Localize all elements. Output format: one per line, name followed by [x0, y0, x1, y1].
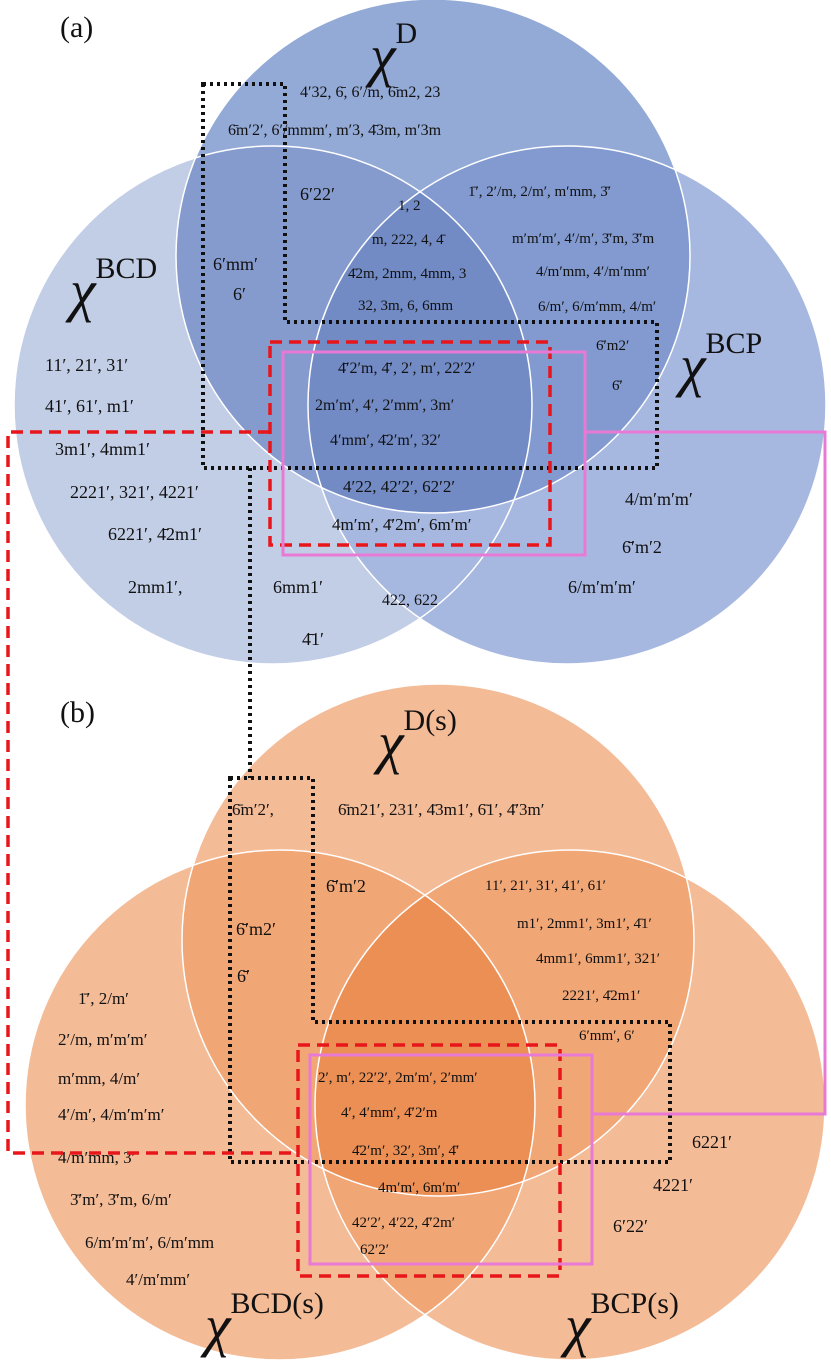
b-group-label-bcd-only-3: m′mm, 4/m′ — [58, 1069, 140, 1088]
set-label-bcp-b: χBCP(s) — [560, 1287, 679, 1358]
b-group-label-bcp-side-3: 4mm1′, 6mm1′, 321′ — [536, 951, 660, 967]
group-labels-a: 4′32, 6̄, 6′/m, 6̄m2, 23 6̄m′2′, 6′/mmm′,… — [45, 84, 693, 649]
set-label-d-a: χD — [365, 17, 417, 88]
a-group-label-center-3: 4̄2m, 2mm, 4mm, 3 — [348, 266, 466, 282]
b-group-label-bcd-only-6: 3̄′m′, 3̄′m, 6/m′ — [70, 1190, 172, 1209]
panel-label-a: (a) — [60, 11, 93, 44]
chi-symbol: χ — [373, 710, 405, 775]
chi-symbol: χ — [200, 1293, 232, 1358]
b-group-label-box-2: 4′, 4′mm′, 4̄′2′m — [341, 1105, 438, 1121]
a-group-label-bcd-only-8: 4̄1′ — [302, 629, 324, 649]
group-labels-b: 6̄m′2′, 6̄m21′, 231′, 4̄3m1′, 6̄1′, 4̄′3m… — [58, 800, 732, 1289]
b-group-label-d-bcp-1: 6̄′m′2 — [326, 876, 366, 896]
red-dashed-box-a — [268, 340, 552, 547]
a-group-label-center-1: 1, 2 — [398, 198, 421, 214]
b-group-label-box-1: 2′, m′, 22′2′, 2m′m′, 2′mm′ — [318, 1070, 478, 1086]
a-group-label-bcp-only-2: 6̄′m′2 — [622, 537, 662, 557]
overlap-center-a — [308, 146, 532, 513]
red-dashed-connector — [6, 430, 298, 1155]
overlap-center-b — [315, 850, 535, 1196]
pink-solid-connector — [585, 430, 827, 1116]
a-group-label-bcd-bcp-2: 4m′m′, 4̄′2m′, 6m′m′ — [332, 515, 471, 534]
pink-solid-box-b — [308, 1053, 594, 1266]
pink-solid-box-a — [281, 350, 587, 557]
outline-bcp-a — [307, 145, 827, 665]
set-label-d-b: χD(s) — [373, 704, 457, 775]
b-group-label-d-only-2: 6̄m21′, 231′, 4̄3m1′, 6̄1′, 4̄′3m′ — [338, 800, 544, 819]
a-group-label-box-2: 2m′m′, 4′, 2′mm′, 3m′ — [315, 397, 454, 414]
set-superscript: BCD — [96, 252, 158, 285]
a-group-label-bcd-only-5: 6221′, 4̄2m1′ — [108, 524, 202, 544]
b-group-label-bcp-side-1: 11′, 21′, 31′, 41′, 61′ — [485, 878, 606, 894]
b-group-label-bcp-only-1: 6221′ — [692, 1132, 732, 1152]
b-group-label-bcp-side-5: 6′mm′, 6′ — [579, 1028, 635, 1044]
a-group-label-d-only-1: 4′32, 6̄, 6′/m, 6̄m2, 23 — [300, 84, 440, 101]
a-group-label-d-bcd-1: 6′22′ — [300, 184, 335, 204]
b-group-label-d-bcd-2: 6̄′ — [237, 966, 250, 986]
a-group-label-bcd-bcp-1: 4′22, 42′2′, 62′2′ — [343, 477, 455, 496]
set-superscript: BCP(s) — [591, 1287, 679, 1320]
set-label-bcd-a: χBCD — [65, 252, 157, 323]
panel-connectors — [6, 430, 827, 1155]
set-superscript: BCP — [706, 327, 763, 360]
outline-bcd-a — [13, 145, 533, 665]
b-group-label-box-6: 62′2′ — [360, 1242, 389, 1258]
a-group-label-d-bcp-3: 4/m′mm, 4′/m′mm′ — [536, 264, 650, 280]
chi-symbol: χ — [365, 23, 397, 88]
a-group-label-center-2: m, 222, 4, 4̄ — [372, 232, 447, 248]
a-group-label-bcd-only-1: 11′, 21′, 31′ — [45, 355, 128, 375]
a-group-label-bcd-only-2: 41′, 61′, m1′ — [45, 396, 134, 416]
a-group-label-bcd-bcp-3: 422, 622 — [382, 592, 438, 609]
outline-d-b — [181, 683, 695, 1197]
a-group-label-bcp-only-3: 6/m′m′m′ — [568, 577, 636, 597]
b-group-label-box-4: 4m′m′, 6m′m′ — [378, 1180, 460, 1196]
a-group-label-bcd-only-7: 6mm1′ — [273, 577, 323, 597]
a-group-label-bcd-only-6: 2mm1′, — [128, 577, 182, 597]
a-group-label-d-bcp-4: 6/m′, 6/m′mm, 4/m′ — [538, 299, 656, 315]
set-superscript: D(s) — [404, 704, 457, 737]
b-group-label-box-5: 42′2′, 4′22, 4̄′2m′ — [352, 1215, 455, 1231]
b-group-label-bcd-only-7: 6/m′m′m′, 6/m′mm — [85, 1233, 214, 1252]
b-group-label-bcd-only-5: 4/m′mm, 3̄′ — [58, 1148, 135, 1167]
a-group-label-box-3: 4′mm′, 4̄2′m′, 32′ — [330, 432, 441, 449]
b-group-label-bcd-only-1: 1̄′, 2/m′ — [78, 989, 129, 1008]
b-group-label-bcp-only-3: 6′22′ — [613, 1216, 648, 1236]
set-label-bcd-b: χBCD(s) — [200, 1287, 324, 1358]
b-group-label-bcd-only-2: 2′/m, m′m′m′ — [58, 1030, 148, 1049]
b-group-label-bcd-only-8: 4′/m′mm′ — [126, 1270, 190, 1289]
b-group-label-bcp-only-2: 4221′ — [653, 1175, 693, 1195]
b-group-label-d-only-1: 6̄m′2′, — [232, 800, 274, 819]
a-group-label-center-4: 32, 3m, 6, 6mm — [358, 298, 453, 314]
b-group-label-bcp-side-2: m1′, 2mm1′, 3m1′, 4̄1′ — [517, 916, 652, 932]
set-label-bcp-a: χBCP — [675, 327, 762, 398]
a-group-label-d-bcp-2: m′m′m′, 4′/m′, 3̄′m, 3̄′m — [512, 231, 654, 247]
b-group-label-box-3: 4̄2′m′, 32′, 3m′, 4̄′ — [352, 1143, 459, 1159]
b-group-label-bcd-only-4: 4′/m′, 4/m′m′m′ — [58, 1105, 164, 1124]
a-group-label-bcp-only-1: 4/m′m′m′ — [625, 489, 693, 509]
panel-b: (b) χD(s) χBCD(s) χBCP(s) 6̄m′2′,6̄m21′,… — [24, 683, 826, 1361]
outline-bcd-b — [24, 849, 536, 1361]
a-group-label-d-bcp-5: 6̄′m2′ — [596, 338, 629, 354]
a-group-label-box-1: 4̄′2′m, 4̄′, 2′, m′, 22′2′ — [338, 360, 475, 377]
set-superscript: D — [396, 17, 418, 50]
b-group-label-bcp-side-4: 2221′, 4̄2m1′ — [562, 988, 640, 1004]
a-group-label-d-bcd-2: 6′mm′ — [213, 254, 258, 274]
outline-d-a — [175, 0, 691, 514]
a-group-label-d-bcp-6: 6̄′ — [612, 378, 623, 394]
panel-label-b: (b) — [60, 696, 95, 729]
a-group-label-bcd-only-4: 2221′, 321′, 4221′ — [70, 482, 199, 502]
a-group-label-d-bcp-1: 1̄′, 2′/m, 2/m′, m′mm, 3̄′ — [468, 184, 611, 200]
a-group-label-bcd-only-3: 3m1′, 4mm1′ — [55, 439, 150, 459]
a-group-label-d-bcd-3: 6′ — [233, 284, 246, 304]
chi-symbol: χ — [65, 258, 97, 323]
set-superscript: BCD(s) — [231, 1287, 324, 1320]
chi-symbol: χ — [675, 333, 707, 398]
b-group-label-d-bcd-1: 6̄′m2′ — [236, 919, 276, 939]
panel-a: (a) χD χBCD χBCP 4′32, 6̄, 6′/m, 6̄m2, 2… — [13, 0, 827, 665]
chi-symbol: χ — [560, 1293, 592, 1358]
a-group-label-d-only-2: 6̄m′2′, 6′/mmm′, m′3, 4̄3m, m′3m — [228, 122, 442, 139]
